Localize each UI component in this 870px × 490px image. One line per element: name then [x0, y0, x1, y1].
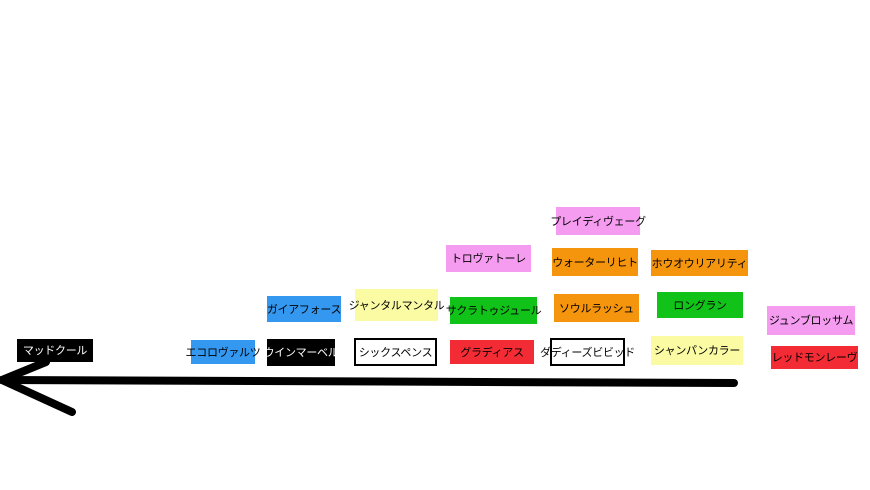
label-gaia-force: ガイアフォース [267, 296, 341, 322]
arrow-shaft [0, 376, 738, 387]
label-long-run: ロングラン [657, 292, 743, 318]
label-win-marvel: ウインマーベル [264, 339, 339, 366]
arrow-head-lower [0, 376, 76, 416]
label-play-divague: プレイディヴェーグ [550, 207, 646, 235]
label-red-mon-reve: レッドモンレーヴ [771, 346, 858, 369]
label-gladius: グラディアス [450, 340, 534, 364]
left-arrow-icon [0, 358, 738, 416]
label-eco-rovaluz: エコロヴァルツ [186, 340, 261, 364]
label-champagne-color: シャンパンカラー [651, 336, 743, 365]
label-soul-rush: ソウルラッシュ [554, 294, 639, 322]
label-houou-reality: ホウオウリアリティ [651, 250, 748, 276]
label-six-pence: シックスペンス [354, 338, 437, 366]
label-mad-cool: マッドクール [17, 339, 93, 362]
label-sakura-tourjours: サクラトゥジュール [446, 297, 542, 324]
label-jun-blossom: ジュンブロッサム [767, 306, 855, 335]
label-trovatore: トロヴァトーレ [446, 245, 531, 272]
arrow-head-upper [0, 358, 50, 384]
label-water-licht: ウォーターリヒト [552, 248, 638, 276]
label-daddys-vivid: ダディーズビビッド [540, 338, 635, 366]
label-jantar-mantar: ジャンタルマンタル [349, 289, 445, 321]
